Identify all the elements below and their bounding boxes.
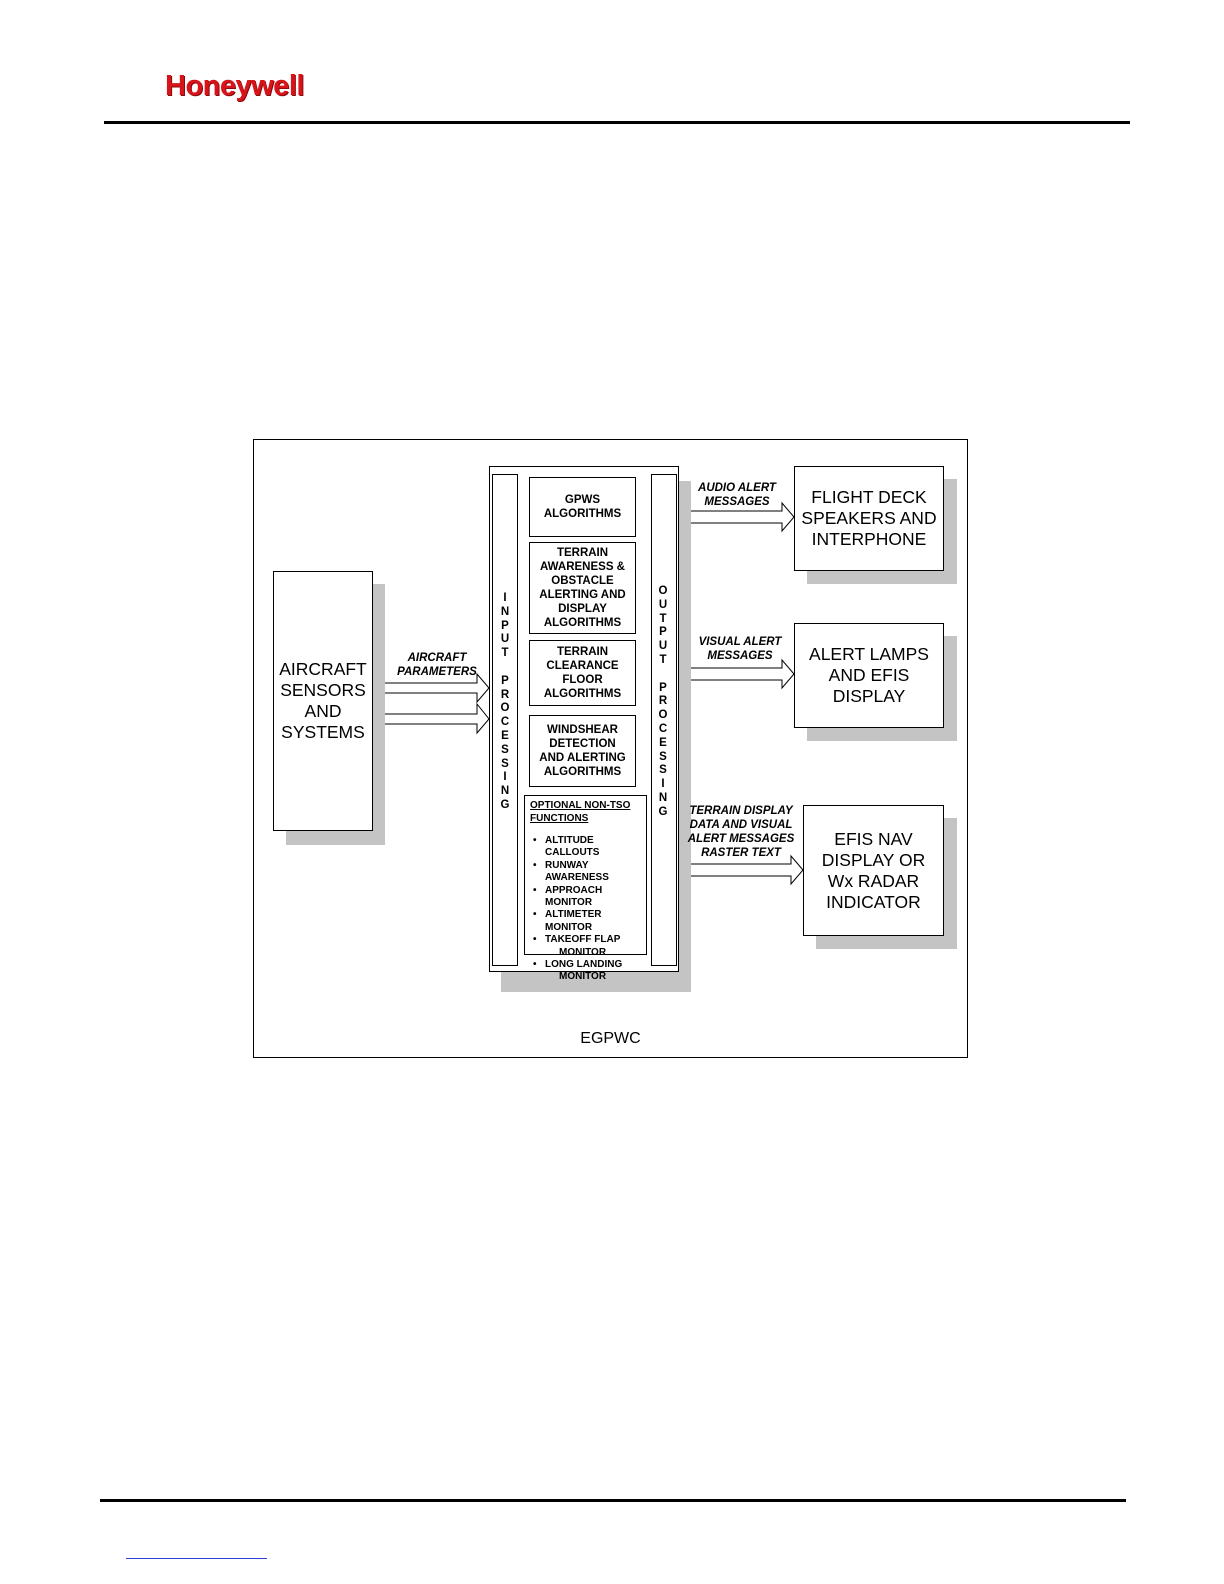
- label-line: VISUAL ALERT: [698, 636, 782, 648]
- alert-lamps-box: ALERT LAMPS AND EFIS DISPLAY: [794, 623, 944, 728]
- label-line: RASTER TEXT: [701, 847, 781, 859]
- sensors-line: SYSTEMS: [281, 722, 365, 742]
- box-line: DISPLAY: [832, 686, 906, 706]
- algo-line: ALERTING AND: [539, 589, 626, 601]
- algo-line: OBSTACLE: [551, 575, 614, 587]
- optional-title-line: FUNCTIONS: [530, 812, 589, 824]
- audio-alert-label: AUDIO ALERT MESSAGES: [687, 481, 787, 509]
- output-processing-column: [651, 474, 677, 966]
- terrain-output-arrow: [678, 854, 804, 886]
- algo-line: ALGORITHMS: [543, 766, 622, 778]
- honeywell-logo: Honeywell: [165, 70, 304, 102]
- algo-line: AND ALERTING: [539, 752, 626, 764]
- box-line: FLIGHT DECK: [811, 487, 927, 507]
- algo-line: WINDSHEAR: [547, 724, 618, 736]
- label-line: AUDIO ALERT: [698, 482, 776, 494]
- algo-line: ALGORITHMS: [543, 617, 622, 629]
- list-item: •ALTITUDE CALLOUTS: [533, 835, 600, 859]
- label-line: ALERT MESSAGES: [687, 833, 795, 845]
- sensors-line: AIRCRAFT: [279, 659, 367, 679]
- optional-title-line: OPTIONAL NON-TSO: [530, 800, 631, 811]
- algo-line: DISPLAY: [558, 603, 607, 615]
- algo-line: GPWS: [564, 494, 601, 506]
- box-line: INDICATOR: [826, 891, 921, 912]
- box-line: AND EFIS: [828, 665, 910, 685]
- algo-line: ALGORITHMS: [543, 508, 622, 520]
- efis-nav-display-box: EFIS NAV DISPLAY OR Wx RADAR INDICATOR: [803, 805, 944, 936]
- algo-line: FLOOR: [562, 674, 603, 686]
- algo-line: AWARENESS &: [540, 561, 625, 573]
- list-item: •ALTIMETER MONITOR: [533, 909, 602, 933]
- algo-line: ALGORITHMS: [543, 688, 622, 700]
- gpws-algorithms-box: GPWS ALGORITHMS: [529, 477, 636, 537]
- input-arrow-lower: [373, 702, 490, 735]
- flight-deck-speakers-box: FLIGHT DECK SPEAKERS AND INTERPHONE: [794, 466, 944, 571]
- egpwc-diagram-frame: [253, 439, 968, 1058]
- output-processing-label: O U T P U T P R O C E S S I N G: [658, 585, 668, 818]
- sensors-line: AND: [304, 701, 342, 721]
- box-line: Wx RADAR: [827, 870, 920, 891]
- box-line: SPEAKERS AND: [801, 508, 937, 528]
- label-line: MESSAGES: [704, 496, 770, 508]
- box-line: INTERPHONE: [811, 529, 927, 549]
- terrain-awareness-box: TERRAIN AWARENESS & OBSTACLE ALERTING AN…: [529, 542, 636, 634]
- label-line: PARAMETERS: [397, 666, 477, 678]
- aircraft-parameters-label: AIRCRAFT PARAMETERS: [392, 651, 482, 679]
- sensors-line: SENSORS: [280, 680, 366, 700]
- algo-line: DETECTION: [549, 738, 616, 750]
- list-item: •APPROACH MONITOR: [533, 884, 603, 909]
- terrain-clearance-floor-box: TERRAIN CLEARANCE FLOOR ALGORITHMS: [529, 640, 636, 706]
- box-line: EFIS NAV: [834, 828, 913, 849]
- algo-line: CLEARANCE: [546, 660, 619, 672]
- terrain-display-label: TERRAIN DISPLAY DATA AND VISUAL ALERT ME…: [683, 804, 799, 860]
- header-rule: [104, 121, 1130, 124]
- box-line: ALERT LAMPS: [809, 644, 929, 664]
- footer-rule: [100, 1499, 1126, 1502]
- input-processing-column: [492, 474, 518, 966]
- label-line: DATA AND VISUAL: [689, 819, 793, 831]
- optional-functions-box: OPTIONAL NON-TSO FUNCTIONS •ALTITUDE CAL…: [524, 795, 647, 982]
- visual-output-arrow: [678, 658, 795, 690]
- algo-line: TERRAIN: [556, 646, 609, 658]
- label-line: AIRCRAFT: [407, 652, 467, 664]
- windshear-box: WINDSHEAR DETECTION AND ALERTING ALGORIT…: [529, 715, 636, 787]
- algo-line: TERRAIN: [556, 547, 609, 559]
- aircraft-sensors-box: AIRCRAFT SENSORS AND SYSTEMS: [273, 571, 373, 831]
- input-processing-label: I N P U T P R O C E S S I N G: [500, 592, 510, 811]
- label-line: MESSAGES: [707, 650, 773, 662]
- visual-alert-label: VISUAL ALERT MESSAGES: [690, 635, 790, 663]
- egpwc-caption: EGPWC: [580, 1030, 641, 1047]
- footer-link-underline[interactable]: [126, 1558, 267, 1559]
- box-line: DISPLAY OR: [821, 849, 926, 870]
- optional-title: OPTIONAL NON-TSO FUNCTIONS: [530, 800, 646, 825]
- label-line: TERRAIN DISPLAY: [689, 805, 793, 817]
